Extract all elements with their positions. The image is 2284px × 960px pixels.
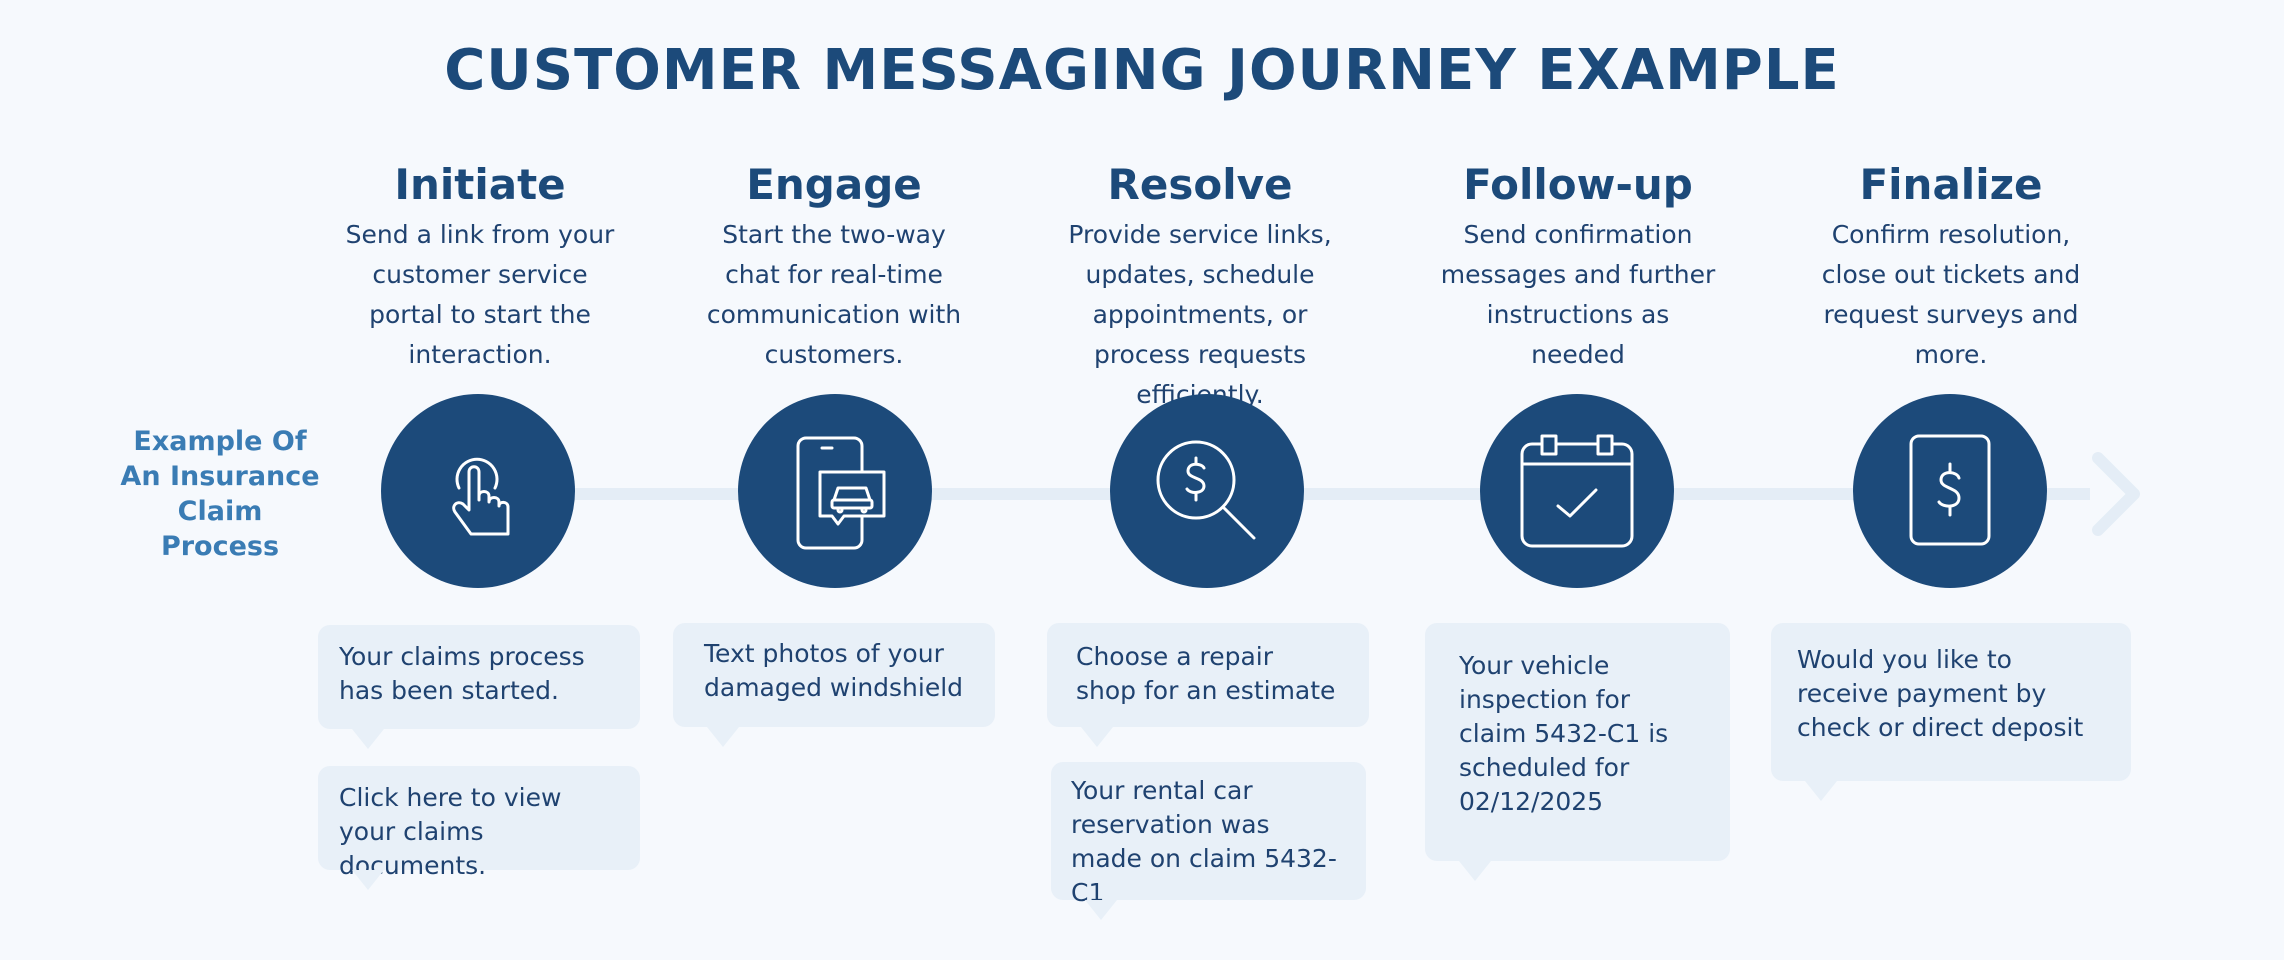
step-title: Follow-up	[1463, 160, 1693, 209]
step-follow-up: Follow-up Send confirmation messages and…	[1408, 160, 1748, 375]
step-circle-initiate	[381, 394, 575, 588]
message-bubble: Your rental car reservation was made on …	[1051, 762, 1366, 920]
step-resolve: Resolve Provide service links, updates, …	[1030, 160, 1370, 415]
message-bubble: Would you like to receive payment by che…	[1771, 623, 2131, 801]
process-label-line: Claim	[177, 496, 263, 527]
message-bubble: Click here to view your claims documents…	[318, 766, 640, 890]
dollar-card-icon	[1909, 434, 1991, 546]
phone-chat-car-icon	[796, 436, 886, 550]
message-bubble: Text photos of your damaged windshield	[673, 623, 995, 747]
step-circle-resolve	[1110, 394, 1304, 588]
page-title: CUSTOMER MESSAGING JOURNEY EXAMPLE	[444, 38, 1840, 103]
step-description: Send a link from your customer service p…	[345, 220, 615, 369]
process-label: Example Of An Insurance Claim Process	[112, 424, 328, 564]
step-engage: Engage Start the two-way chat for real-t…	[664, 160, 1004, 375]
process-label-line: An Insurance	[120, 461, 320, 492]
step-description: Start the two-way chat for real-time com…	[706, 220, 962, 369]
step-title: Finalize	[1859, 160, 2043, 209]
hand-pointer-icon	[452, 457, 510, 536]
step-title: Engage	[746, 160, 922, 209]
process-label-line: Example Of	[133, 426, 307, 457]
step-initiate: Initiate Send a link from your customer …	[310, 160, 650, 375]
message-bubble: Choose a repair shop for an estimate	[1047, 623, 1369, 747]
step-title: Initiate	[394, 160, 566, 209]
magnifier-dollar-icon	[1156, 440, 1256, 540]
step-description: Provide service links, updates, schedule…	[1068, 220, 1332, 409]
message-bubble: Your claims process has been started.	[318, 625, 640, 749]
step-circle-finalize	[1853, 394, 2047, 588]
step-finalize: Finalize Confirm resolution, close out t…	[1781, 160, 2121, 375]
message-bubble: Your vehicle inspection for claim 5432-C…	[1425, 623, 1730, 881]
step-circle-engage	[738, 394, 932, 588]
process-label-line: Process	[160, 531, 280, 562]
step-title: Resolve	[1107, 160, 1293, 209]
calendar-check-icon	[1520, 434, 1634, 548]
step-circle-follow-up	[1480, 394, 1674, 588]
arrow-right-icon	[2092, 452, 2140, 536]
step-description: Send confirmation messages and further i…	[1440, 220, 1716, 369]
step-description: Confirm resolution, close out tickets an…	[1821, 220, 2081, 369]
